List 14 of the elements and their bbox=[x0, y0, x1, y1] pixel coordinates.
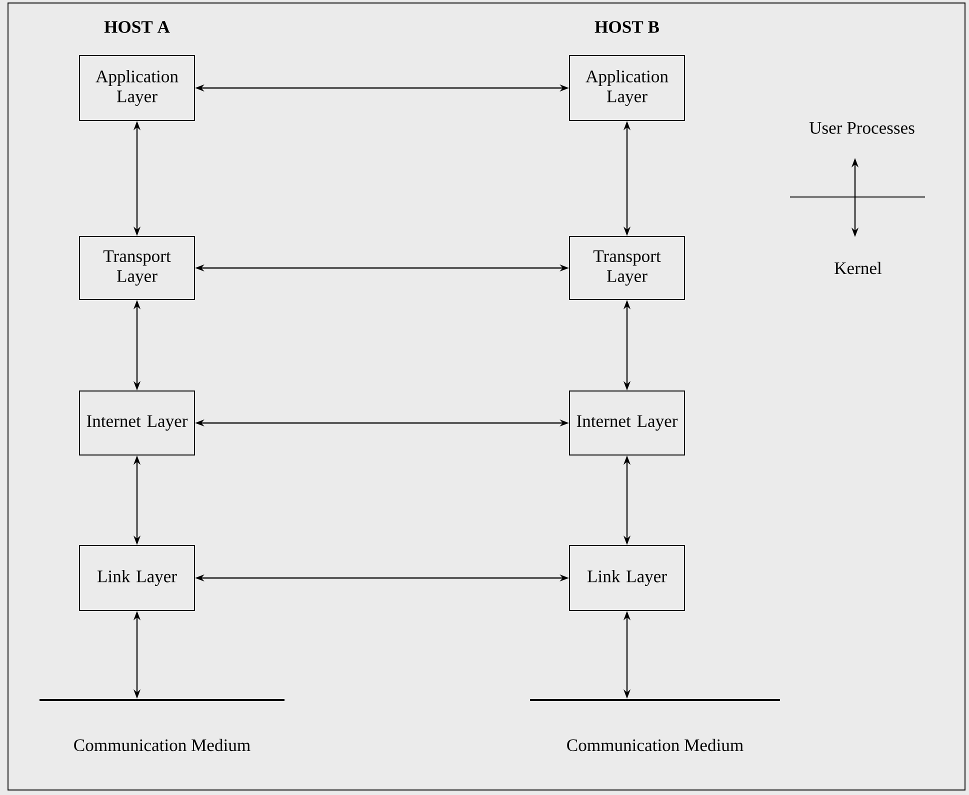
layer-box: Internet Layer bbox=[569, 390, 685, 456]
layer-label: Kernel bbox=[834, 262, 882, 274]
host-heading: HOST A bbox=[104, 21, 170, 33]
host-heading: HOST B bbox=[594, 21, 659, 33]
layer-box: Transport Layer bbox=[79, 236, 195, 300]
layer-box: Internet Layer bbox=[79, 390, 195, 456]
layer-box: Application Layer bbox=[79, 55, 195, 121]
layer-box: Application Layer bbox=[569, 55, 685, 121]
layer-box: Link Layer bbox=[569, 545, 685, 611]
medium-label: Communication Medium bbox=[567, 738, 744, 752]
layer-box: Link Layer bbox=[79, 545, 195, 611]
layer-box: Transport Layer bbox=[569, 236, 685, 300]
layer-label: User Processes bbox=[809, 122, 914, 134]
medium-label: Communication Medium bbox=[74, 738, 250, 752]
